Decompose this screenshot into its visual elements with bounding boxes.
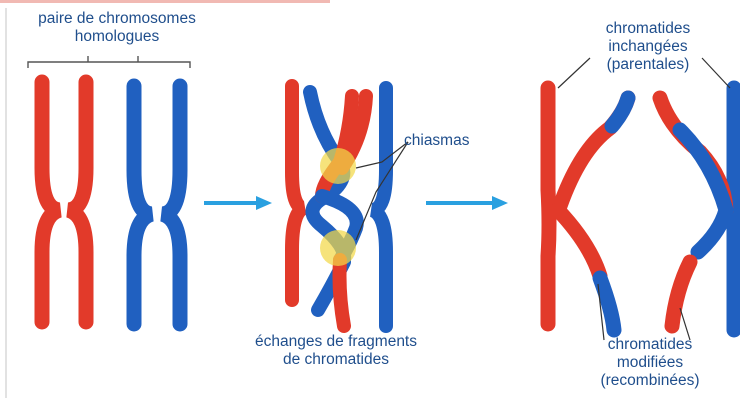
blue-chromatid-outer [372, 88, 386, 326]
modified-label-line3: (recombinées) [580, 372, 720, 390]
unchanged-chromatids-label: chromatides inchangées (parentales) [584, 20, 712, 74]
unchanged-label-line2: inchangées [584, 38, 712, 56]
arrow-2 [426, 196, 508, 210]
exchange-label: échanges de fragments de chromatides [232, 333, 440, 369]
blue-recombined-chromatid-body [680, 130, 726, 252]
homologous-pair-label-line1: paire de chromosomes [22, 10, 212, 28]
recombining-chromatid-b-tail [340, 260, 345, 326]
unchanged-label-line3: (parentales) [584, 56, 712, 74]
homologue-bracket [28, 56, 190, 68]
modified-label-line2: modifiées [580, 354, 720, 372]
exchange-label-line2: de chromatides [232, 351, 440, 369]
red-recombined-chromatid-lower [558, 210, 600, 276]
arrow-1 [204, 196, 272, 210]
red-parental-chromatid [548, 88, 549, 324]
unchanged-label-line1: chromatides [584, 20, 712, 38]
exchange-label-line1: échanges de fragments [232, 333, 440, 351]
red-chromatid-left [42, 82, 60, 322]
chiasma-1 [320, 148, 356, 184]
chiasma-2 [320, 230, 356, 266]
modified-chromatids-label: chromatides modifiées (recombinées) [580, 336, 720, 390]
red-chromatid-right [68, 82, 86, 322]
blue-recombined-chromatid-red-end [672, 262, 690, 326]
modified-label-line1: chromatides [580, 336, 720, 354]
chiasmas-label: chiasmas [404, 132, 469, 150]
blue-chromatid-left [134, 86, 152, 324]
blue-chromatid-right [162, 86, 180, 324]
homologous-pair-label: paire de chromosomes homologues [22, 10, 212, 46]
red-recombined-chromatid-blue-tip [612, 98, 628, 126]
homologous-pair-label-line2: homologues [22, 28, 212, 46]
red-chromatid-outer [292, 86, 304, 300]
